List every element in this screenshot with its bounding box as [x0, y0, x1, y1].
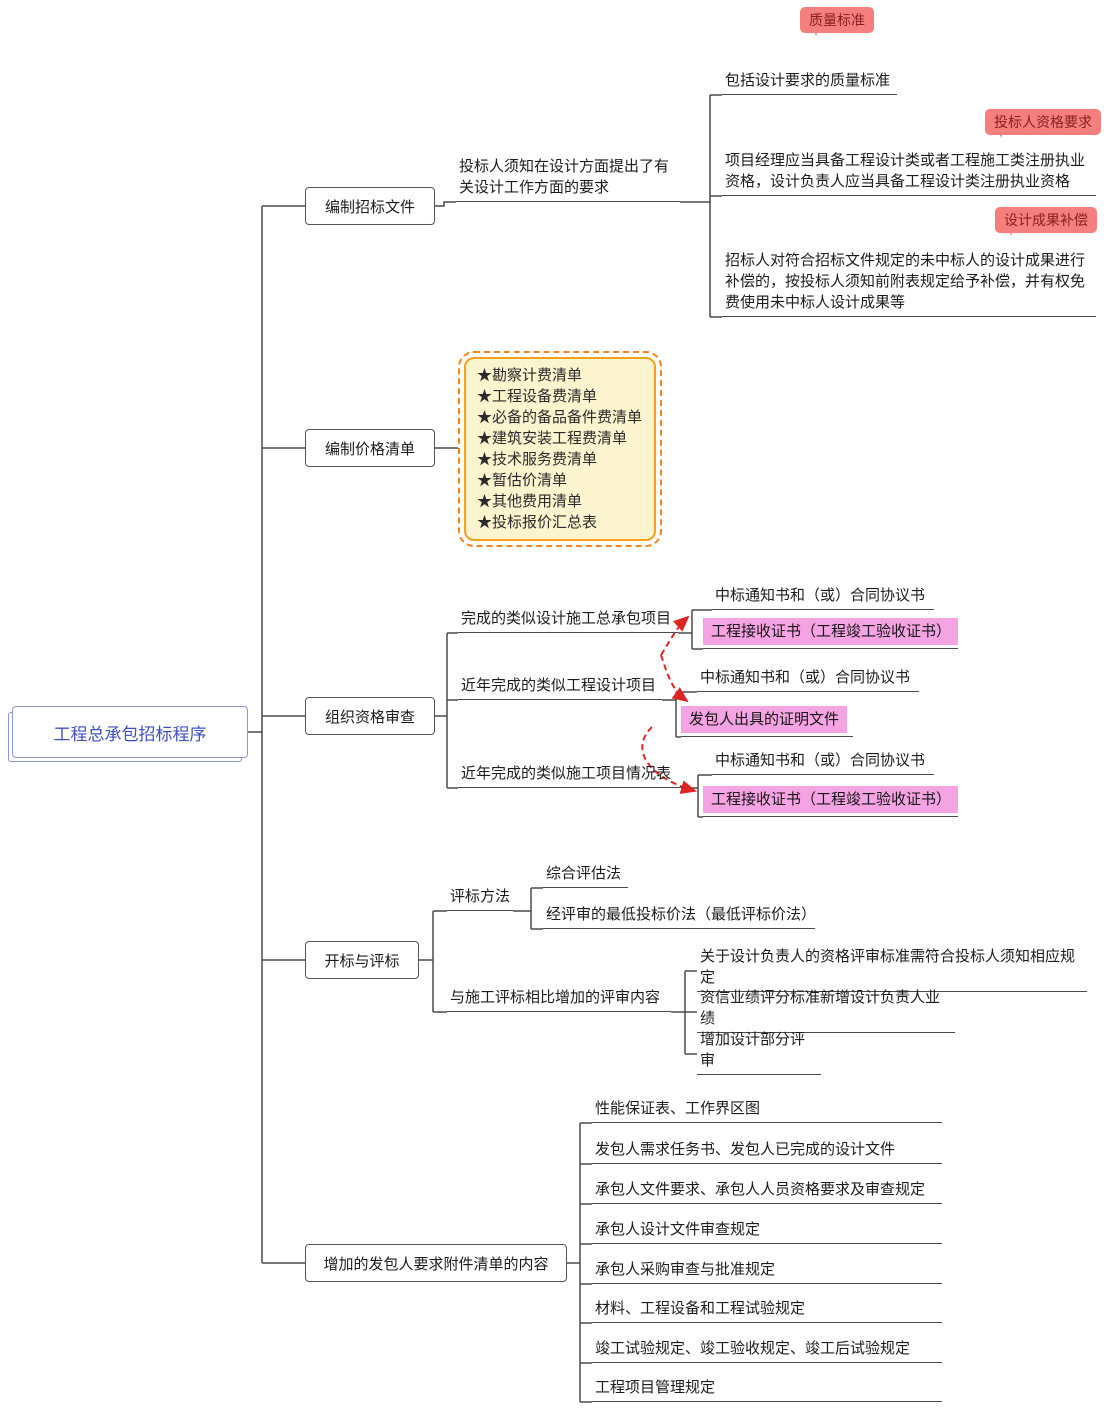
leaf-node-design-leader-criteria[interactable]: 关于设计负责人的资格评审标准需符合投标人须知相应规定	[697, 946, 1087, 992]
highlight-label: 发包人出具的证明文件	[681, 706, 848, 733]
fee-list-item: ★建筑安装工程费清单	[477, 430, 628, 447]
fee-list-item: ★其他费用清单	[477, 493, 583, 510]
highlight-label: 工程接收证书（工程竣工验收证书）	[703, 786, 958, 813]
leaf-node-comprehensive-evaluation[interactable]: 综合评估法	[543, 863, 628, 888]
sub-node-similar-epc-projects[interactable]: 完成的类似设计施工总承包项目	[458, 608, 678, 633]
fee-list-item: ★技术服务费清单	[477, 451, 598, 468]
fee-list-box[interactable]: ★勘察计费清单 ★工程设备费清单 ★必备的备品备件费清单 ★建筑安装工程费清单 …	[458, 351, 662, 547]
highlight-node-taking-over-certificate-2[interactable]: 工程接收证书（工程竣工验收证书）	[703, 786, 958, 817]
leaf-node-performance-guarantee[interactable]: 性能保证表、工作界区图	[592, 1098, 942, 1123]
leaf-node-award-notice-1[interactable]: 中标通知书和（或）合同协议书	[712, 585, 934, 610]
branch-box-prepare-price-list[interactable]: 编制价格清单	[305, 429, 435, 467]
leaf-node-qualification-requirement[interactable]: 项目经理应当具备工程设计类或者工程施工类注册执业资格，设计负责人应当具备工程设计…	[722, 150, 1096, 196]
leaf-node-design-compensation[interactable]: 招标人对符合招标文件规定的未中标人的设计成果进行补偿的，按投标人须知前附表规定给…	[722, 250, 1096, 317]
leaf-node-added-design-review[interactable]: 增加设计部分评审	[697, 1029, 821, 1075]
sub-node-evaluation-method[interactable]: 评标方法	[447, 886, 513, 911]
highlight-label: 工程接收证书（工程竣工验收证书）	[703, 618, 958, 645]
fee-list-item: ★暂估价清单	[477, 472, 568, 489]
note-node-bid-doc-design-requirement[interactable]: 投标人须知在设计方面提出了有关设计工作方面的要求	[456, 156, 680, 202]
leaf-node-award-notice-3[interactable]: 中标通知书和（或）合同协议书	[712, 750, 934, 775]
fee-list-inner: ★勘察计费清单 ★工程设备费清单 ★必备的备品备件费清单 ★建筑安装工程费清单 …	[464, 357, 656, 541]
branch-box-employer-requirement-attachments[interactable]: 增加的发包人要求附件清单的内容	[305, 1244, 567, 1282]
sub-node-added-review-content[interactable]: 与施工评标相比增加的评审内容	[447, 987, 671, 1012]
relationship-arrows	[641, 615, 697, 794]
branch-box-open-and-evaluate[interactable]: 开标与评标	[305, 941, 419, 979]
fee-list-item: ★必备的备品备件费清单	[477, 409, 643, 426]
sub-node-similar-construction-projects[interactable]: 近年完成的类似施工项目情况表	[458, 763, 684, 788]
callout-design-compensation[interactable]: 设计成果补偿	[995, 207, 1097, 236]
leaf-node-contractor-document-requirements[interactable]: 承包人文件要求、承包人人员资格要求及审查规定	[592, 1179, 942, 1204]
topic-connectors	[248, 94, 722, 1403]
root-node[interactable]: 工程总承包招标程序	[12, 706, 248, 758]
leaf-node-material-equipment-test[interactable]: 材料、工程设备和工程试验规定	[592, 1298, 942, 1323]
highlight-node-taking-over-certificate-1[interactable]: 工程接收证书（工程竣工验收证书）	[703, 618, 958, 649]
branch-box-prepare-bid-documents[interactable]: 编制招标文件	[305, 187, 435, 225]
leaf-node-lowest-evaluated-price[interactable]: 经评审的最低投标价法（最低评标价法）	[543, 904, 816, 929]
leaf-node-project-management-rules[interactable]: 工程项目管理规定	[592, 1377, 942, 1402]
callout-quality-standard[interactable]: 质量标准	[800, 7, 874, 36]
fee-list-item: ★工程设备费清单	[477, 388, 598, 405]
callout-bidder-qualification[interactable]: 投标人资格要求	[985, 109, 1101, 138]
leaf-node-completion-test-rules[interactable]: 竣工试验规定、竣工验收规定、竣工后试验规定	[592, 1338, 942, 1363]
leaf-node-contractor-design-review[interactable]: 承包人设计文件审查规定	[592, 1219, 942, 1244]
leaf-node-contractor-procurement-review[interactable]: 承包人采购审查与批准规定	[592, 1259, 942, 1284]
leaf-node-employer-requirement-brief[interactable]: 发包人需求任务书、发包人已完成的设计文件	[592, 1139, 942, 1164]
fee-list-item: ★投标报价汇总表	[477, 514, 598, 531]
fee-list-item: ★勘察计费清单	[477, 367, 583, 384]
branch-box-qualification-review[interactable]: 组织资格审查	[305, 697, 435, 735]
sub-node-similar-design-projects[interactable]: 近年完成的类似工程设计项目	[458, 675, 662, 700]
leaf-node-quality-standard[interactable]: 包括设计要求的质量标准	[722, 70, 897, 95]
leaf-node-credit-score-criteria[interactable]: 资信业绩评分标准新增设计负责人业绩	[697, 987, 955, 1033]
highlight-node-employer-certificate[interactable]: 发包人出具的证明文件	[681, 706, 853, 737]
leaf-node-award-notice-2[interactable]: 中标通知书和（或）合同协议书	[697, 667, 919, 692]
